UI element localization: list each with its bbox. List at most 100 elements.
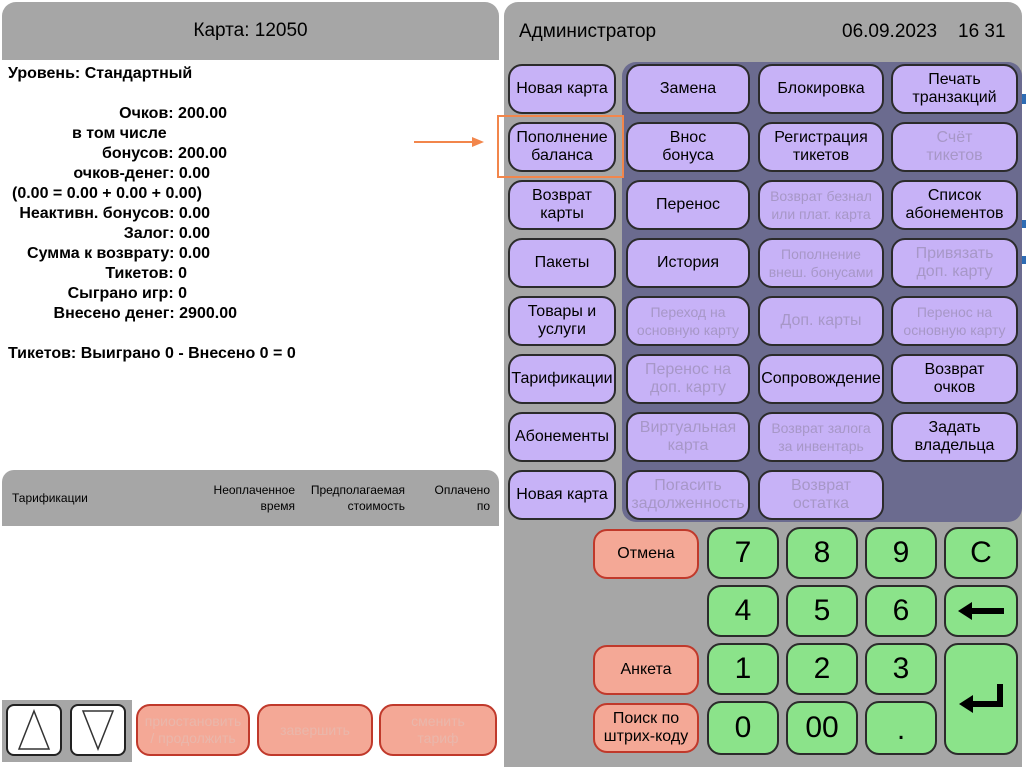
key-8-label: 8 bbox=[813, 536, 831, 569]
card-money-points: очков-денег: 0.00 bbox=[73, 165, 210, 182]
move-extra-line1: Перенос на bbox=[644, 361, 732, 378]
key-7[interactable]: 7 bbox=[707, 527, 779, 579]
owner-line2: владельца bbox=[914, 437, 995, 454]
new-card-button[interactable]: Новая карта bbox=[508, 64, 616, 114]
print-line1: Печать bbox=[928, 71, 981, 88]
questionnaire-label: Анкета bbox=[620, 661, 672, 678]
inv-line2: за инвентарь bbox=[778, 438, 864, 454]
card-inactive-bonuses: Неактивн. бонусов: 0.00 bbox=[19, 205, 210, 222]
new-card-button-2[interactable]: Новая карта bbox=[508, 470, 616, 520]
subscriptions-button[interactable]: Абонементы bbox=[508, 412, 616, 462]
key-enter[interactable] bbox=[944, 643, 1018, 755]
key-2-label: 2 bbox=[813, 652, 831, 685]
pause-resume-button[interactable]: приостановить/ продолжить bbox=[136, 704, 250, 756]
topup-line1: Пополнение bbox=[516, 129, 608, 146]
key-4[interactable]: 4 bbox=[707, 585, 779, 637]
key-dot[interactable]: . bbox=[865, 701, 937, 755]
key-9[interactable]: 9 bbox=[865, 527, 937, 579]
block-button[interactable]: Блокировка bbox=[758, 64, 884, 114]
key-2[interactable]: 2 bbox=[786, 643, 858, 695]
cashless-line1: Возврат безнал bbox=[770, 188, 872, 204]
cashless-line2: или плат. карта bbox=[771, 206, 871, 222]
card-header: Карта: 12050 bbox=[2, 2, 499, 60]
finish-label: завершить bbox=[280, 721, 350, 738]
extra-cards-button[interactable]: Доп. карты bbox=[758, 296, 884, 346]
bonus-line1: Внос bbox=[669, 129, 707, 146]
tariffs-button[interactable]: Тарификации bbox=[508, 354, 616, 404]
finish-button[interactable]: завершить bbox=[257, 704, 373, 756]
debt-line1: Погасить bbox=[654, 477, 722, 494]
card-money-deposited: Внесено денег: 2900.00 bbox=[53, 305, 237, 322]
card-tickets: Тикетов: 0 bbox=[105, 265, 187, 282]
col-cost-line1: Предполагаемая bbox=[310, 483, 405, 497]
scroll-up-button[interactable] bbox=[6, 704, 62, 756]
replace-button[interactable]: Замена bbox=[626, 64, 750, 114]
goods-line2: услуги bbox=[538, 321, 586, 338]
key-0[interactable]: 0 bbox=[707, 701, 779, 755]
tariff-table-body[interactable] bbox=[2, 526, 499, 698]
key-5[interactable]: 5 bbox=[786, 585, 858, 637]
key-backspace[interactable] bbox=[944, 585, 1018, 637]
key-3[interactable]: 3 bbox=[865, 643, 937, 695]
key-8[interactable]: 8 bbox=[786, 527, 858, 579]
questionnaire-button[interactable]: Анкета bbox=[593, 645, 699, 695]
key-9-label: 9 bbox=[892, 536, 910, 569]
key-00[interactable]: 00 bbox=[786, 701, 858, 755]
history-button[interactable]: История bbox=[626, 238, 750, 288]
card-formula: (0.00 = 0.00 + 0.00 + 0.00) bbox=[12, 185, 202, 202]
bind-line1: Привязать bbox=[915, 245, 994, 262]
bonus-line2: бонуса bbox=[662, 147, 714, 164]
ext-line1: Пополнение bbox=[781, 246, 861, 262]
key-6[interactable]: 6 bbox=[865, 585, 937, 637]
subs-list-line2: абонементов bbox=[905, 205, 1004, 222]
backspace-arrow-icon bbox=[958, 602, 1004, 620]
transfer-button[interactable]: Перенос bbox=[626, 180, 750, 230]
card-games-played: Сыграно игр: 0 bbox=[67, 285, 187, 302]
key-dot-label: . bbox=[896, 713, 906, 746]
cancel-button[interactable]: Отмена bbox=[593, 529, 699, 579]
key-1[interactable]: 1 bbox=[707, 643, 779, 695]
card-points: Очков: 200.00 bbox=[119, 105, 227, 122]
key-clear[interactable]: C bbox=[944, 527, 1018, 579]
col-paid-line1: Оплачено bbox=[434, 483, 490, 497]
print-line2: транзакций bbox=[912, 89, 997, 106]
key-7-label: 7 bbox=[734, 536, 752, 569]
pause-line2: / продолжить bbox=[150, 730, 236, 746]
subs-list-line1: Список bbox=[927, 187, 982, 204]
triangle-down-icon bbox=[81, 710, 115, 751]
col-estimated-cost: Предполагаемая стоимость bbox=[311, 482, 405, 514]
packages-button[interactable]: Пакеты bbox=[508, 238, 616, 288]
card-including: в том числе bbox=[72, 125, 167, 142]
virtual-line1: Виртуальная bbox=[639, 419, 737, 436]
pause-line1: приостановить bbox=[144, 713, 242, 729]
escort-button[interactable]: Сопровождение bbox=[758, 354, 884, 404]
col-unpaid-line1: Неоплаченное bbox=[213, 483, 295, 497]
scroll-down-button[interactable] bbox=[70, 704, 126, 756]
reg-line2: тикетов bbox=[792, 147, 850, 164]
cashless-refund-button[interactable]: Возврат безнал или плат. карта bbox=[758, 180, 884, 230]
cancel-label: Отмена bbox=[617, 545, 675, 562]
escort-label: Сопровождение bbox=[761, 370, 881, 387]
key-0-label: 0 bbox=[734, 711, 752, 744]
